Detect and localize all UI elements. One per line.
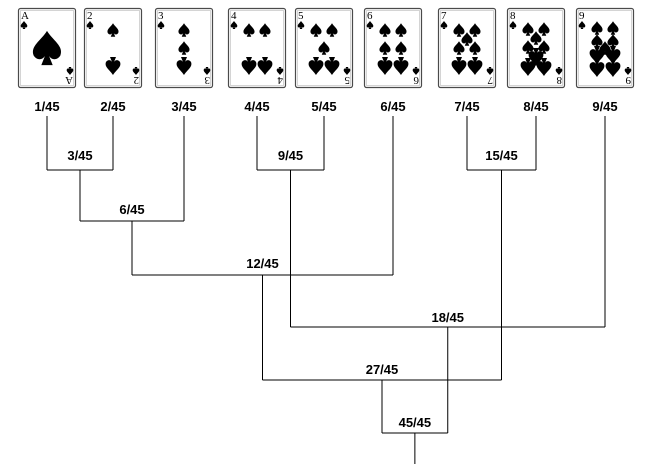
merge-probability-m7: 27/45: [366, 362, 399, 377]
merge-probability-m3: 15/45: [485, 148, 518, 163]
tree-edges: [46, 116, 606, 464]
card-border: [297, 10, 351, 86]
card-9-of-spades: 99: [575, 7, 635, 89]
leaf-probability-3: 3/45: [171, 99, 196, 114]
card-rank-corner: A: [21, 10, 29, 22]
card-2-of-spades: 22: [83, 7, 143, 89]
tree-labels: 1/45 2/45 3/45 4/45 5/45 6/45 7/45 8/45 9/45 3/45…: [34, 99, 617, 430]
card-rank-corner: 5: [344, 74, 350, 86]
card-8-of-spades: 88: [506, 7, 566, 89]
merge-probability-m5: 12/45: [246, 256, 279, 271]
merge-probability-m1: 3/45: [67, 148, 92, 163]
card-border: [157, 10, 211, 86]
merge-m6: [290, 116, 606, 328]
card-border: [366, 10, 420, 86]
card-rank-corner: 8: [556, 74, 562, 86]
card-rank-corner: 4: [231, 10, 237, 22]
card-a-of-spades: AA: [17, 7, 77, 89]
card-rank-corner: A: [65, 74, 73, 86]
card-rank-corner: 2: [134, 74, 140, 86]
leaf-probability-2: 2/45: [100, 99, 125, 114]
card-border: [509, 10, 563, 86]
card-border: [440, 10, 494, 86]
card-rank-corner: 9: [579, 10, 585, 22]
card-rank-corner: 7: [487, 74, 493, 86]
leaf-probability-a: 1/45: [34, 99, 59, 114]
card-4-of-spades: 44: [227, 7, 287, 89]
card-rank-corner: 5: [298, 10, 304, 22]
card-rank-corner: 9: [625, 74, 631, 86]
merge-probability-m6: 18/45: [431, 310, 464, 325]
card-border: [86, 10, 140, 86]
card-rank-corner: 4: [277, 74, 283, 86]
merge-probability-m8: 45/45: [399, 415, 432, 430]
card-face: [363, 7, 423, 89]
card-5-of-spades: 55: [294, 7, 354, 89]
card-rank-corner: 3: [204, 74, 210, 86]
leaf-probability-9: 9/45: [592, 99, 617, 114]
merge-m5: [131, 116, 394, 276]
card-rank-corner: 7: [441, 10, 447, 22]
leaf-probability-4: 4/45: [244, 99, 269, 114]
card-border: [578, 10, 632, 86]
card-border: [20, 10, 74, 86]
card-3-of-spades: 33: [154, 7, 214, 89]
merge-probability-m2: 9/45: [278, 148, 303, 163]
card-border: [230, 10, 284, 86]
leaf-probability-6: 6/45: [380, 99, 405, 114]
card-rank-corner: 6: [413, 74, 419, 86]
leaf-probability-5: 5/45: [311, 99, 336, 114]
card-6-of-spades: 66: [363, 7, 423, 89]
card-rank-corner: 6: [367, 10, 373, 22]
card-7-of-spades: 77: [437, 7, 497, 89]
leaf-probability-8: 8/45: [523, 99, 548, 114]
merge-probability-m4: 6/45: [119, 202, 144, 217]
card-face: [83, 7, 143, 89]
card-rank-corner: 2: [87, 10, 93, 22]
card-face: [227, 7, 287, 89]
card-rank-corner: 8: [510, 10, 516, 22]
card-face: [437, 7, 497, 89]
leaf-probability-7: 7/45: [454, 99, 479, 114]
card-rank-corner: 3: [158, 10, 164, 22]
